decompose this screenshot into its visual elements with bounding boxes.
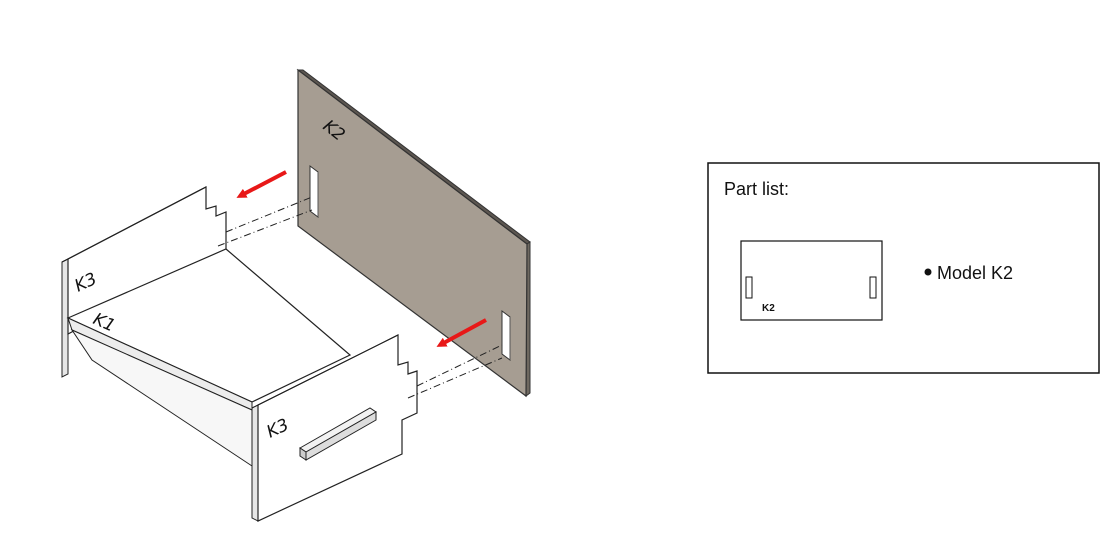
slot-lower — [501, 310, 511, 361]
insertion-arrows — [236, 170, 487, 347]
side-panel-k3-front: K3 — [251, 334, 418, 522]
part-list-box: Part list: K2 Model K2 — [707, 162, 1100, 374]
back-panel-k2: K2 — [296, 68, 531, 398]
thumbnail-label: K2 — [762, 303, 775, 314]
part-thumbnail-k2: K2 — [740, 240, 883, 321]
part-list-item: Model K2 — [924, 263, 1013, 283]
bottom-panel-k1: K1 — [66, 248, 352, 467]
part-list-title: Part list: — [724, 179, 789, 199]
arrow-upper — [236, 170, 287, 198]
side-panel-k3-left: K3 — [61, 186, 227, 378]
slot-upper — [309, 165, 319, 218]
part-list-item-label: Model K2 — [937, 263, 1013, 283]
alignment-lines — [217, 196, 503, 399]
arrow-lower — [436, 318, 487, 347]
handle — [299, 407, 377, 461]
bullet-icon — [924, 268, 932, 276]
